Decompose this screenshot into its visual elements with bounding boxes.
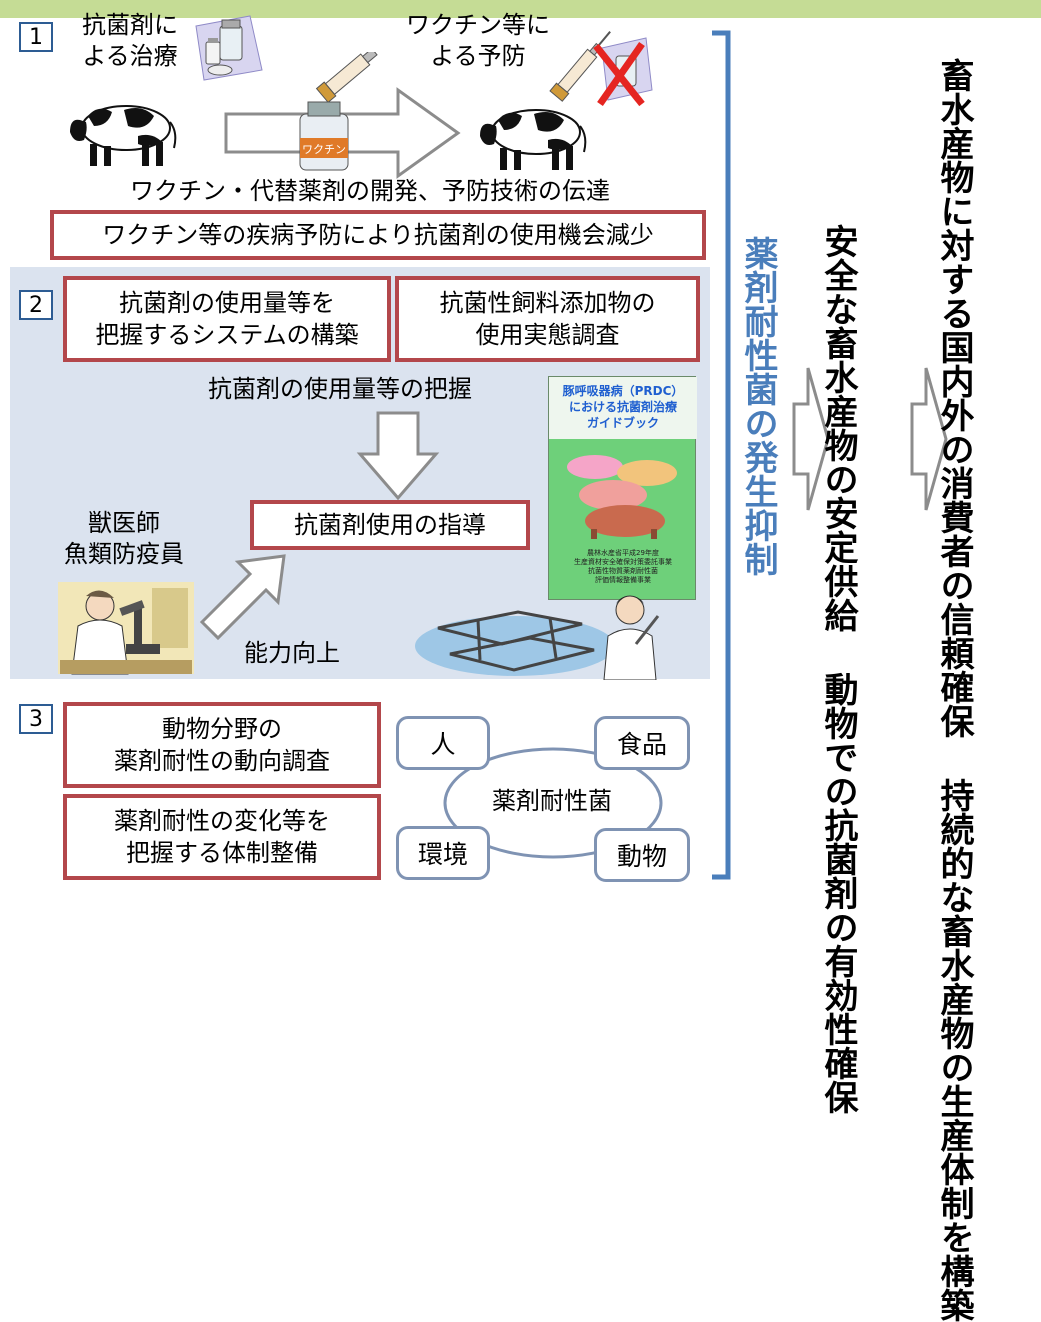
vet-label-line1: 獣医師 <box>88 509 160 537</box>
monitoring-system-line1: 薬剤耐性の変化等を <box>114 806 330 835</box>
medicine-icon <box>195 15 263 81</box>
usage-system-box: 抗菌剤の使用量等を 把握するシステムの構築 <box>63 276 391 362</box>
vaccine-label: ワクチン等に よる予防 <box>398 10 558 72</box>
vaccine-label-line2: よる予防 <box>430 42 526 71</box>
scientist-microscope-icon <box>58 582 194 675</box>
treatment-label-line1: 抗菌剤に <box>82 11 178 39</box>
feed-additive-box: 抗菌性飼料添加物の 使用実態調査 <box>395 276 700 362</box>
outcome-arrow-2 <box>910 367 948 511</box>
treatment-label: 抗菌剤に よる治療 <box>70 10 190 72</box>
efficacy-line2: 安全な畜水産物の安定供給 <box>818 224 858 632</box>
feed-additive-line2: 使用実態調査 <box>475 321 620 349</box>
usage-system-line2: 把握するシステムの構築 <box>95 321 359 349</box>
vaccine-label-line1: ワクチン等に <box>406 11 550 39</box>
vaccine-vial-label: ワクチン <box>302 143 346 156</box>
outcome-arrow-1 <box>792 367 830 511</box>
efficacy-line1: 動物での抗菌剤の有効性確保 <box>818 672 858 1114</box>
grasp-text: 抗菌剤の使用量等の把握 <box>208 375 472 403</box>
cycle-center: 薬剤耐性菌 <box>492 787 612 815</box>
cycle-ellipse <box>443 747 663 859</box>
vet-label-line2: 魚類防疫員 <box>64 540 184 569</box>
cycle-human: 人 <box>396 716 490 770</box>
final-outcome-line1: 持続的な畜水産物の生産体制を構築 <box>934 778 974 1322</box>
pigs-illustration <box>567 455 677 539</box>
vaccine-result-box: ワクチン等の疾病予防により抗菌剤の使用機会減少 <box>50 210 706 260</box>
right-bracket <box>712 30 731 880</box>
section2-number: 2 <box>19 290 53 320</box>
resistance-survey-box: 動物分野の 薬剤耐性の動向調査 <box>63 702 381 788</box>
monitoring-system-box: 薬剤耐性の変化等を 把握する体制整備 <box>63 794 381 880</box>
ability-text: 能力向上 <box>244 639 340 667</box>
resistance-suppression-text: 薬剤耐性菌の発生抑制 <box>738 236 778 576</box>
guidebook-title-line2: における抗菌剤治療 <box>568 400 677 415</box>
efficacy-text: 安全な畜水産物の安定供給 動物での抗菌剤の有効性確保 <box>818 224 858 1114</box>
guidebook-footer-line1: 農林水産省平成29年度 <box>587 549 659 557</box>
vaccine-vial-icon: ワクチン <box>299 52 386 171</box>
guidebook-title-line1: 豚呼吸器病（PRDC） <box>562 384 684 398</box>
section3-number: 3 <box>19 704 53 734</box>
guidebook-title-line3: ガイドブック <box>586 416 659 431</box>
resistance-survey-line2: 薬剤耐性の動向調査 <box>114 747 330 775</box>
prdc-guidebook: 豚呼吸器病（PRDC） における抗菌剤治療 ガイドブック 農林水産省平成29年度… <box>548 376 697 600</box>
resistance-survey-line1: 動物分野の <box>162 714 282 743</box>
section1-number: 1 <box>19 22 53 52</box>
treatment-label-line2: よる治療 <box>82 42 178 71</box>
cow-icon <box>70 105 177 166</box>
down-arrow <box>356 411 440 501</box>
cycle-food: 食品 <box>594 716 690 770</box>
development-text: ワクチン・代替薬剤の開発、予防技術の伝達 <box>130 177 610 205</box>
ability-arrow <box>199 554 286 641</box>
guidebook-footer-line2: 生産資材安全確保対策委託事業 <box>574 558 672 567</box>
fish-farm-icon <box>415 610 615 676</box>
vet-label: 獣医師 魚類防疫員 <box>36 508 212 570</box>
final-outcome-line2: 畜水産物に対する国内外の消費者の信頼確保 <box>934 58 974 738</box>
usage-system-line1: 抗菌剤の使用量等を <box>119 288 335 317</box>
feed-additive-line1: 抗菌性飼料添加物の <box>439 288 656 317</box>
monitoring-system-line2: 把握する体制整備 <box>126 839 318 867</box>
cycle-animal: 動物 <box>594 828 690 882</box>
guidebook-footer-line4: 評価情報整備事業 <box>595 576 651 585</box>
final-outcome-text: 畜水産物に対する国内外の消費者の信頼確保 持続的な畜水産物の生産体制を構築 <box>934 58 974 1322</box>
guidebook-footer-line3: 抗菌性物質薬剤耐性菌 <box>588 567 658 576</box>
syringe-crossed-icon <box>549 31 653 107</box>
cycle-environment: 環境 <box>396 826 490 880</box>
worker-icon <box>603 595 660 680</box>
top-bar <box>0 0 1041 18</box>
usage-guidance-box: 抗菌剤使用の指導 <box>250 500 530 550</box>
cow-icon-2 <box>480 109 587 170</box>
